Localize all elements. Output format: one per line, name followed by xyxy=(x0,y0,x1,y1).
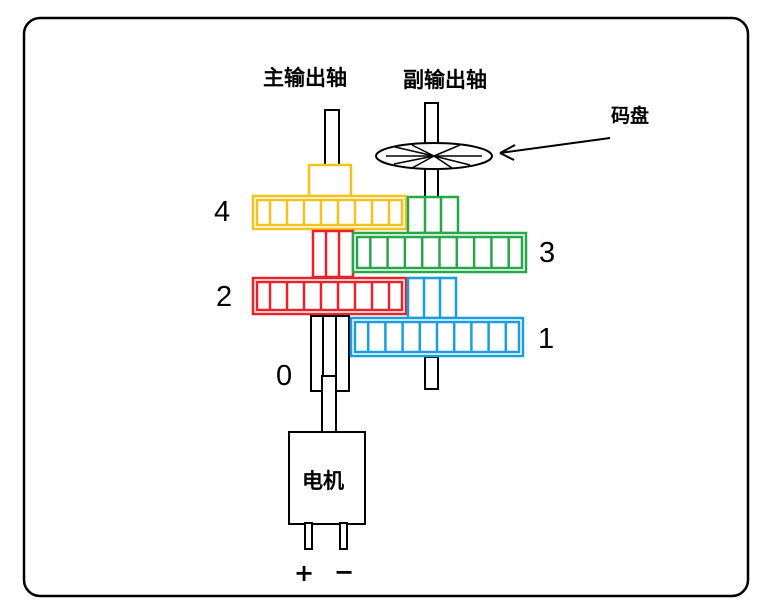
gear-3-number: 3 xyxy=(539,237,556,269)
gear-tooth-band xyxy=(255,198,404,227)
gear-1-number: 1 xyxy=(538,323,555,355)
terminal-plus xyxy=(304,522,313,550)
encoder-disc xyxy=(375,142,493,170)
gear-tooth-band xyxy=(355,235,524,270)
sub-shaft-label: 副输出轴 xyxy=(403,68,487,92)
gear-2 xyxy=(251,276,408,316)
gear-4-number: 4 xyxy=(214,196,231,228)
gear-2-number: 2 xyxy=(216,281,233,313)
gear-3 xyxy=(351,231,528,274)
terminal-minus xyxy=(339,522,348,550)
minus-sign: − xyxy=(334,558,355,586)
gear-2-hub xyxy=(311,229,355,279)
encoder-label: 码盘 xyxy=(611,105,650,127)
motor-label: 电机 xyxy=(302,469,344,493)
plus-sign: + xyxy=(294,559,315,587)
gear-0-number: 0 xyxy=(276,360,293,392)
gear-4 xyxy=(251,194,408,231)
sub-shaft-bottom xyxy=(424,356,439,390)
encoder-arrow xyxy=(499,137,611,161)
main-shaft-top xyxy=(324,109,340,167)
outer-frame xyxy=(22,16,750,598)
gear-3-hub xyxy=(406,195,460,235)
motor-body xyxy=(288,431,366,525)
gear-1 xyxy=(349,316,525,358)
motor-shaft xyxy=(321,375,337,433)
gear-tooth-band xyxy=(255,280,404,312)
gear-tooth-band xyxy=(353,320,521,354)
main-shaft-label: 主输出轴 xyxy=(263,66,347,90)
gear-1-hub xyxy=(406,276,458,320)
gear-4-hub xyxy=(307,163,353,198)
